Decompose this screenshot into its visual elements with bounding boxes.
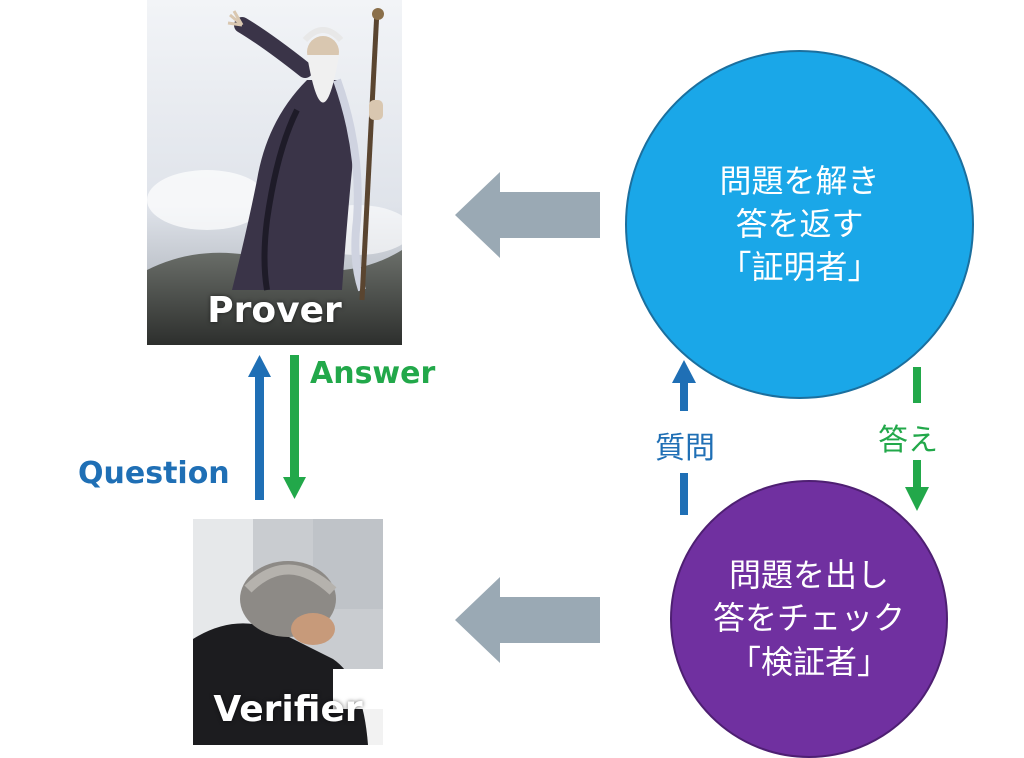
wizard-illustration [147,0,402,345]
verifier-circle-line3: 「検証者」 [728,642,889,681]
prover-circle-line3: 「証明者」 [719,248,880,287]
verifier-circle: 問題を出し 答をチェック 「検証者」 [670,480,948,758]
verifier-image: Verifier [193,519,383,745]
verifier-photo [193,519,383,745]
prover-circle-line2: 答を返す [735,204,864,243]
answer-jp-arrow [905,367,929,511]
answer-arrow [283,355,306,499]
question-jp-arrow [672,360,696,515]
prover-label: Prover [207,290,342,331]
right-arrows [672,360,929,515]
question-arrow [248,355,271,500]
gray-arrow-top [455,172,600,258]
prover-image: Prover [147,0,402,345]
prover-circle-line1: 問題を解き [719,161,880,200]
left-arrows [248,355,306,500]
answer-jp-label: 答え [878,423,938,458]
verifier-label: Verifier [213,689,363,730]
gray-arrow-bottom [455,577,600,663]
verifier-circle-line2: 答をチェック [712,599,905,638]
verifier-circle-line1: 問題を出し [728,556,889,595]
question-label: Question [78,456,230,491]
question-jp-label: 質問 [655,431,715,466]
answer-label: Answer [310,356,436,391]
prover-circle: 問題を解き 答を返す 「証明者」 [625,50,974,399]
